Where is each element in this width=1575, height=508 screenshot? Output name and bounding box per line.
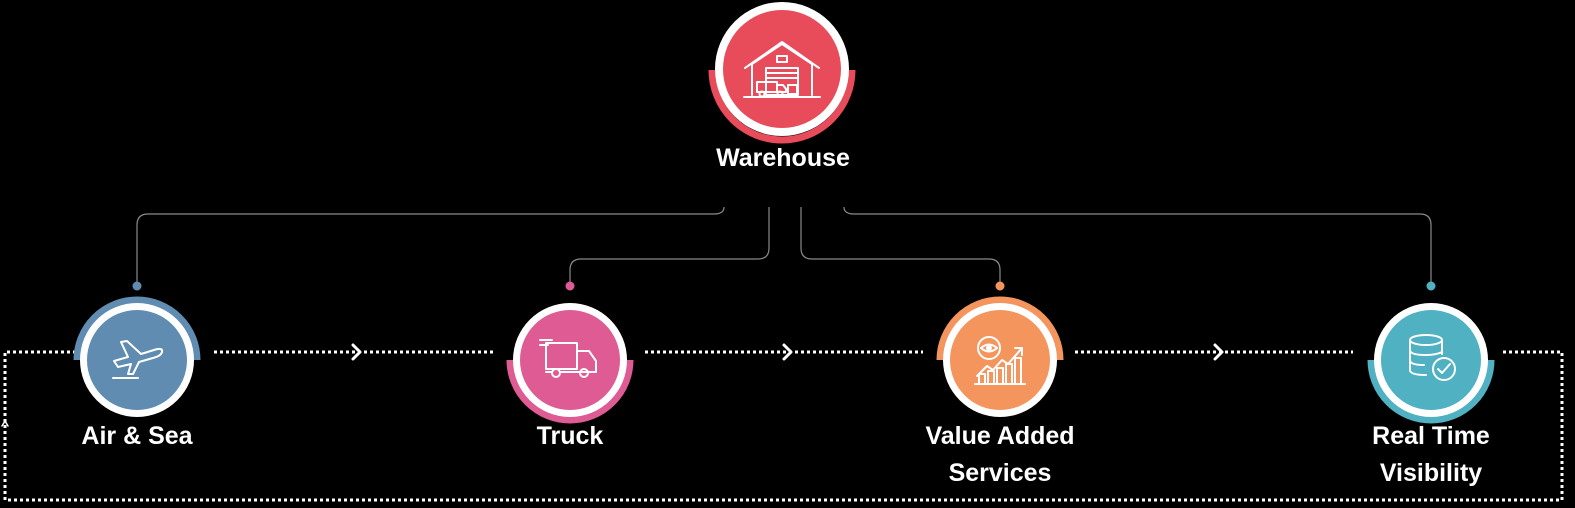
arrow-head-3: [1213, 343, 1224, 361]
connector-truck: [569, 207, 770, 286]
dot-real-time: [1426, 281, 1436, 291]
hub-warehouse: [708, 2, 856, 144]
dot-truck: [565, 281, 575, 291]
node-label-air-sea: Air & Sea: [81, 422, 193, 450]
flow-loop: [3, 350, 1564, 502]
node-real-time: [1367, 303, 1495, 424]
node-label-real-time: Real Time Visibility: [1346, 418, 1516, 492]
value-added-label-line-2: Services: [948, 459, 1052, 487]
truck-accent-arc: [506, 359, 634, 424]
connector-real-time: [843, 206, 1432, 286]
hub-connectors: [136, 206, 1432, 286]
arrow-head-loop: [1, 420, 9, 427]
dot-value-added: [995, 281, 1005, 291]
connector-dots: [132, 281, 1436, 291]
hub-label-warehouse: Warehouse: [716, 144, 850, 172]
analytics-chart-icon: [974, 336, 1026, 385]
dot-air-sea: [132, 281, 142, 291]
node-label-truck: Truck: [536, 422, 604, 450]
hub-accent-arc: [708, 69, 856, 144]
real-time-accent-arc: [1367, 359, 1495, 424]
airplane-icon: [112, 340, 164, 379]
value-added-label-line-1: Value Added: [925, 422, 1075, 450]
warehouse-icon: [743, 41, 821, 98]
arrow-head-1: [351, 343, 362, 361]
node-air-sea: [73, 296, 201, 417]
database-check-icon: [1409, 334, 1456, 381]
value-added-accent-arc: [936, 296, 1064, 361]
flow-arrows: [1, 343, 1224, 427]
connector-air-sea: [136, 206, 725, 286]
real-time-label-line-1: Real Time: [1372, 422, 1490, 450]
node-label-value-added: Value Added Services: [895, 418, 1105, 492]
node-value-added: [936, 296, 1064, 417]
truck-icon: [539, 339, 597, 378]
air-sea-accent-arc: [73, 296, 201, 361]
node-truck: [506, 303, 634, 424]
arrow-head-2: [782, 343, 793, 361]
real-time-label-line-2: Visibility: [1379, 459, 1483, 487]
flow-line: [3, 350, 1564, 502]
connector-value-added: [800, 207, 1001, 286]
